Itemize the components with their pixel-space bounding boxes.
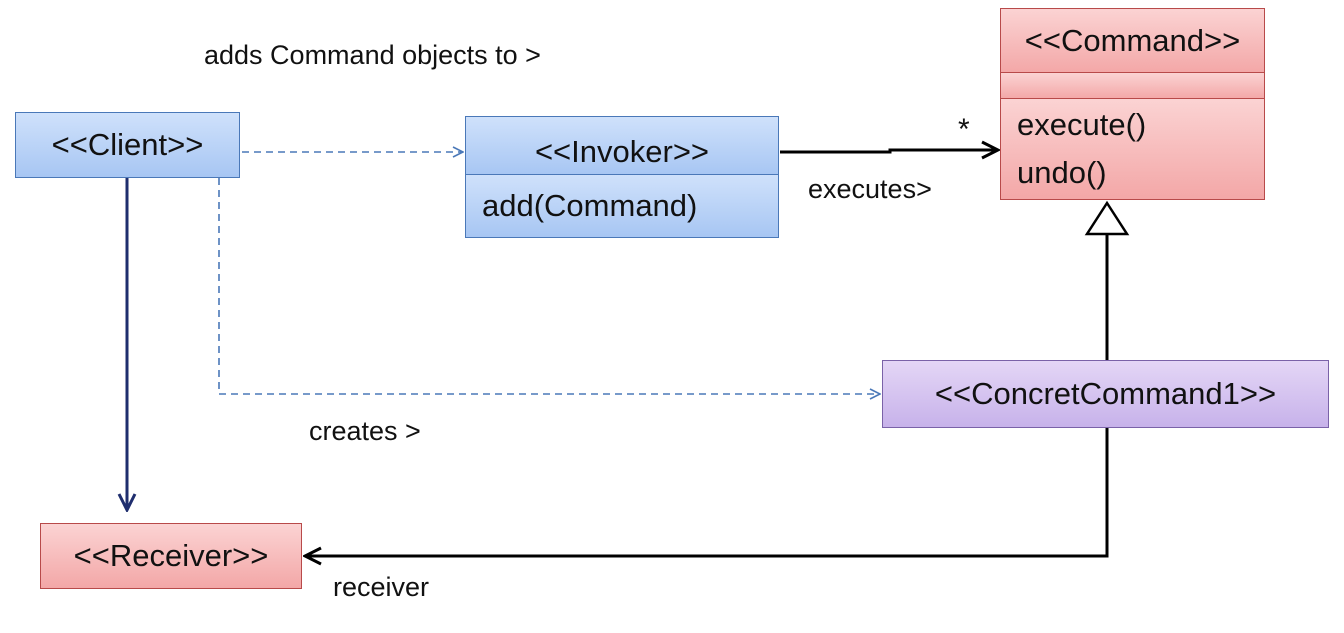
concrete-command-to-receiver-arrow	[305, 428, 1109, 556]
invoker-class-name: <<Invoker>>	[534, 134, 710, 169]
command-class-header[interactable]: <<Command>>	[1000, 8, 1265, 74]
multiplicity-label: *	[958, 113, 970, 146]
concrete-command-class-box[interactable]: <<ConcretCommand1>>	[882, 360, 1329, 428]
command-class-name: <<Command>>	[1024, 23, 1241, 58]
generalization-triangle-icon	[1084, 200, 1130, 236]
receiver-class-box[interactable]: <<Receiver>>	[40, 523, 302, 589]
invoker-class-header[interactable]: <<Invoker>>	[465, 116, 779, 176]
command-method-execute: execute()	[1017, 107, 1147, 142]
client-class-box[interactable]: <<Client>>	[15, 112, 240, 178]
client-to-concrete-command-dashed-arrow	[218, 178, 880, 394]
command-method-undo: undo()	[1017, 155, 1107, 190]
command-attributes-compartment	[1000, 72, 1265, 100]
client-class-name: <<Client>>	[51, 127, 204, 162]
adds-relation-label: adds Command objects to >	[204, 40, 541, 70]
receiver-relation-label: receiver	[333, 572, 430, 602]
invoker-method-add: add(Command)	[482, 188, 698, 223]
invoker-methods-compartment[interactable]: add(Command)	[465, 174, 779, 238]
creates-relation-label: creates >	[309, 416, 421, 446]
invoker-to-command-arrow	[780, 150, 998, 152]
concrete-command-class-name: <<ConcretCommand1>>	[934, 376, 1277, 411]
command-methods-compartment[interactable]: execute() undo()	[1000, 98, 1265, 200]
receiver-class-name: <<Receiver>>	[73, 538, 269, 573]
executes-relation-label: executes>	[808, 174, 932, 204]
